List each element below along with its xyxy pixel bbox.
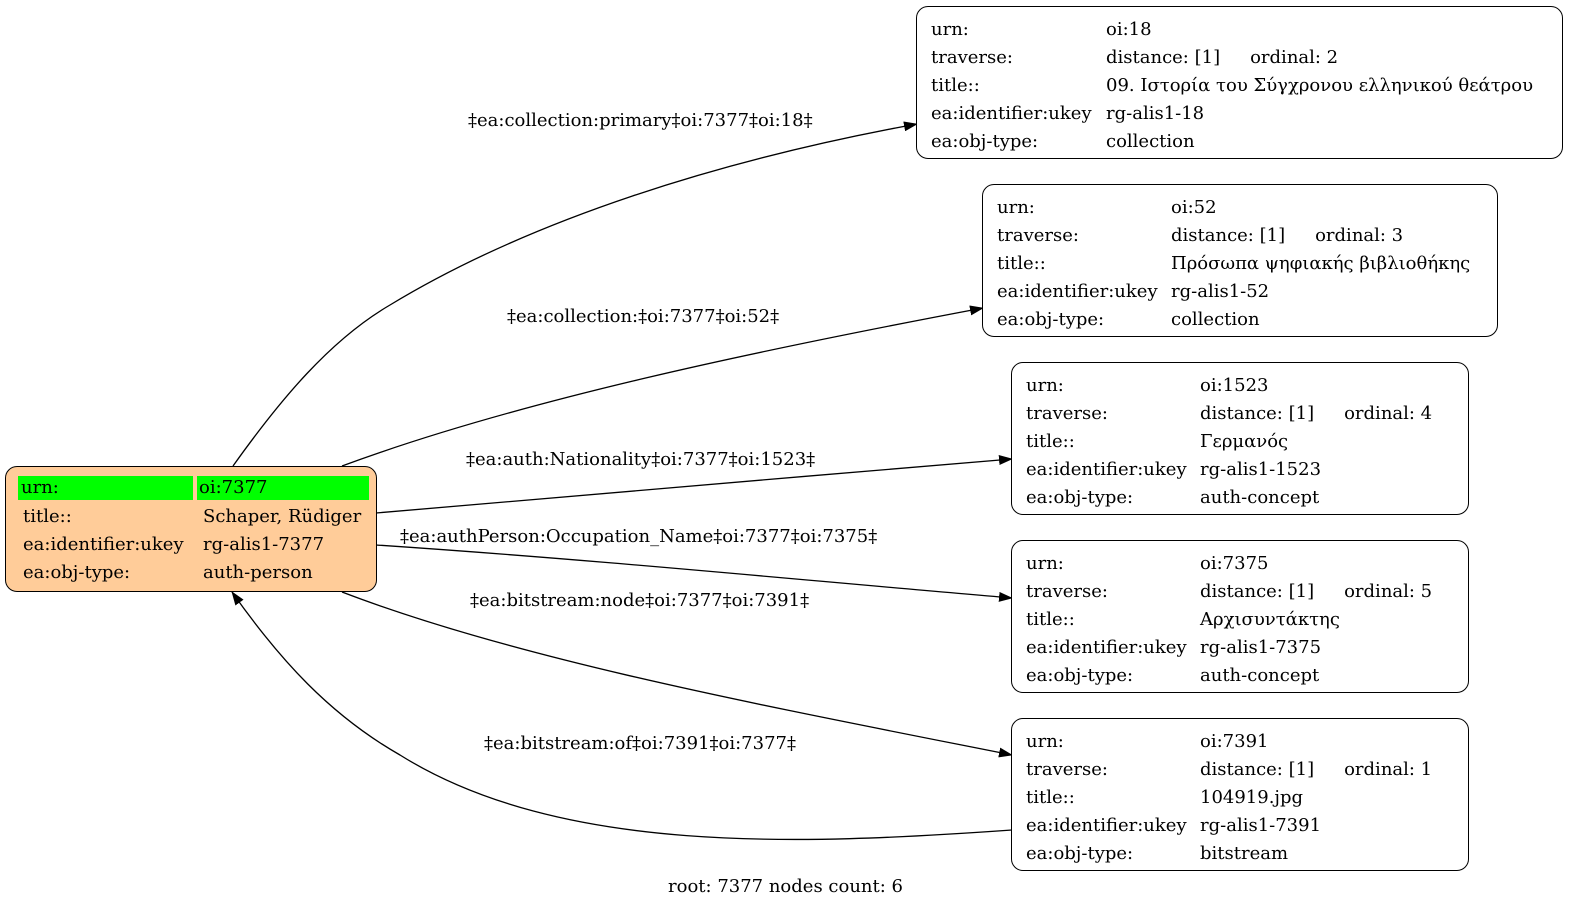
val-ukey: rg-alis1-52 [1171,280,1270,302]
val-urn: oi:18 [1106,18,1152,40]
val-ordinal: ordinal: 2 [1250,46,1339,68]
root-row-title: title:: Schaper, Rüdiger [18,502,364,530]
key-ukey: ea:identifier:ukey [1026,458,1187,480]
key-title: title:: [1026,608,1075,630]
root-val-ukey: rg-alis1-7377 [203,533,325,555]
edge-nationality [375,455,1013,514]
root-val-urn: oi:7377 [197,476,369,500]
edge-label-nationality: ‡ea:auth:Nationality‡oi:7377‡oi:1523‡ [466,449,816,470]
node-oi-7375[interactable]: urn: oi:7375 traverse: distance: [1] ordina… [1011,540,1469,693]
val-distance: distance: [1] [1106,46,1221,68]
val-distance: distance: [1] [1171,224,1286,246]
node-oi-7391[interactable]: urn: oi:7391 traverse: distance: [1] ordina… [1011,718,1469,871]
val-objtype: auth-concept [1200,664,1320,686]
key-title: title:: [997,252,1046,274]
edge-label-bitstream-of: ‡ea:bitstream:of‡oi:7391‡oi:7377‡ [484,733,796,754]
val-urn: oi:1523 [1200,374,1269,396]
val-ukey: rg-alis1-7391 [1200,814,1322,836]
val-distance: distance: [1] [1200,402,1315,424]
val-title: 104919.jpg [1200,786,1304,808]
key-objtype: ea:obj-type: [997,308,1105,330]
val-ordinal: ordinal: 4 [1344,402,1433,424]
val-urn: oi:7375 [1200,552,1269,574]
val-ukey: rg-alis1-7375 [1200,636,1322,658]
key-urn: urn: [931,18,969,40]
val-title: Γερμανός [1200,430,1289,452]
val-objtype: collection [1171,308,1260,330]
val-distance: distance: [1] [1200,758,1315,780]
val-urn: oi:52 [1171,196,1217,218]
root-node[interactable]: urn: oi:7377 title:: Schaper, Rüdiger ea… [5,466,377,592]
key-urn: urn: [997,196,1035,218]
key-urn: urn: [1026,552,1064,574]
edge-label-occupation: ‡ea:authPerson:Occupation_Name‡oi:7377‡o… [400,526,878,547]
val-objtype: collection [1106,130,1195,152]
val-title: 09. Ιστορία του Σύγχρονου ελληνικού θεάτ… [1106,74,1534,96]
edge-bitstream-of [231,591,1013,841]
key-traverse: traverse: [1026,580,1108,602]
root-key-title: title:: [23,505,72,527]
graph-footer: root: 7377 nodes count: 6 [668,876,903,897]
key-objtype: ea:obj-type: [1026,842,1134,864]
root-row-urn: urn: oi:7377 [18,474,369,502]
val-objtype: auth-concept [1200,486,1320,508]
key-objtype: ea:obj-type: [1026,664,1134,686]
node-oi-1523[interactable]: urn: oi:1523 traverse: distance: [1] ordina… [1011,362,1469,515]
val-objtype: bitstream [1200,842,1289,864]
val-ordinal: ordinal: 3 [1315,224,1404,246]
val-ordinal: ordinal: 1 [1344,758,1433,780]
edge-bitstream-node [341,591,1013,758]
val-urn: oi:7391 [1200,730,1269,752]
key-title: title:: [1026,786,1075,808]
val-title: Αρχισυντάκτης [1200,608,1340,630]
edge-label-collection: ‡ea:collection:‡oi:7377‡oi:52‡ [507,306,780,327]
key-ukey: ea:identifier:ukey [1026,814,1187,836]
edge-occupation [375,544,1013,602]
key-ukey: ea:identifier:ukey [931,102,1092,124]
key-traverse: traverse: [1026,402,1108,424]
edge-label-collection-primary: ‡ea:collection:primary‡oi:7377‡oi:18‡ [468,110,813,131]
val-distance: distance: [1] [1200,580,1315,602]
root-val-title: Schaper, Rüdiger [203,505,362,527]
key-objtype: ea:obj-type: [931,130,1039,152]
val-ukey: rg-alis1-1523 [1200,458,1322,480]
root-key-urn: urn: [18,476,193,500]
node-oi-18[interactable]: urn: oi:18 traverse: distance: [1] ordinal:… [916,6,1563,159]
root-row-ukey: ea:identifier:ukey rg-alis1-7377 [18,530,364,558]
val-ordinal: ordinal: 5 [1344,580,1433,602]
root-val-objtype: auth-person [203,561,313,583]
key-title: title:: [1026,430,1075,452]
key-urn: urn: [1026,730,1064,752]
key-traverse: traverse: [997,224,1079,246]
key-traverse: traverse: [1026,758,1108,780]
root-key-ukey: ea:identifier:ukey [23,533,184,555]
key-ukey: ea:identifier:ukey [997,280,1158,302]
val-ukey: rg-alis1-18 [1106,102,1205,124]
root-row-objtype: ea:obj-type: auth-person [18,558,364,586]
key-objtype: ea:obj-type: [1026,486,1134,508]
edge-collection [341,305,984,467]
key-title: title:: [931,74,980,96]
node-oi-52[interactable]: urn: oi:52 traverse: distance: [1] ordinal:… [982,184,1498,337]
key-ukey: ea:identifier:ukey [1026,636,1187,658]
root-key-objtype: ea:obj-type: [23,561,131,583]
edge-label-bitstream-node: ‡ea:bitstream:node‡oi:7377‡oi:7391‡ [470,590,810,611]
key-traverse: traverse: [931,46,1013,68]
key-urn: urn: [1026,374,1064,396]
val-title: Πρόσωπα ψηφιακής βιβλιοθήκης [1171,252,1471,274]
edge-collection-primary [232,121,918,467]
